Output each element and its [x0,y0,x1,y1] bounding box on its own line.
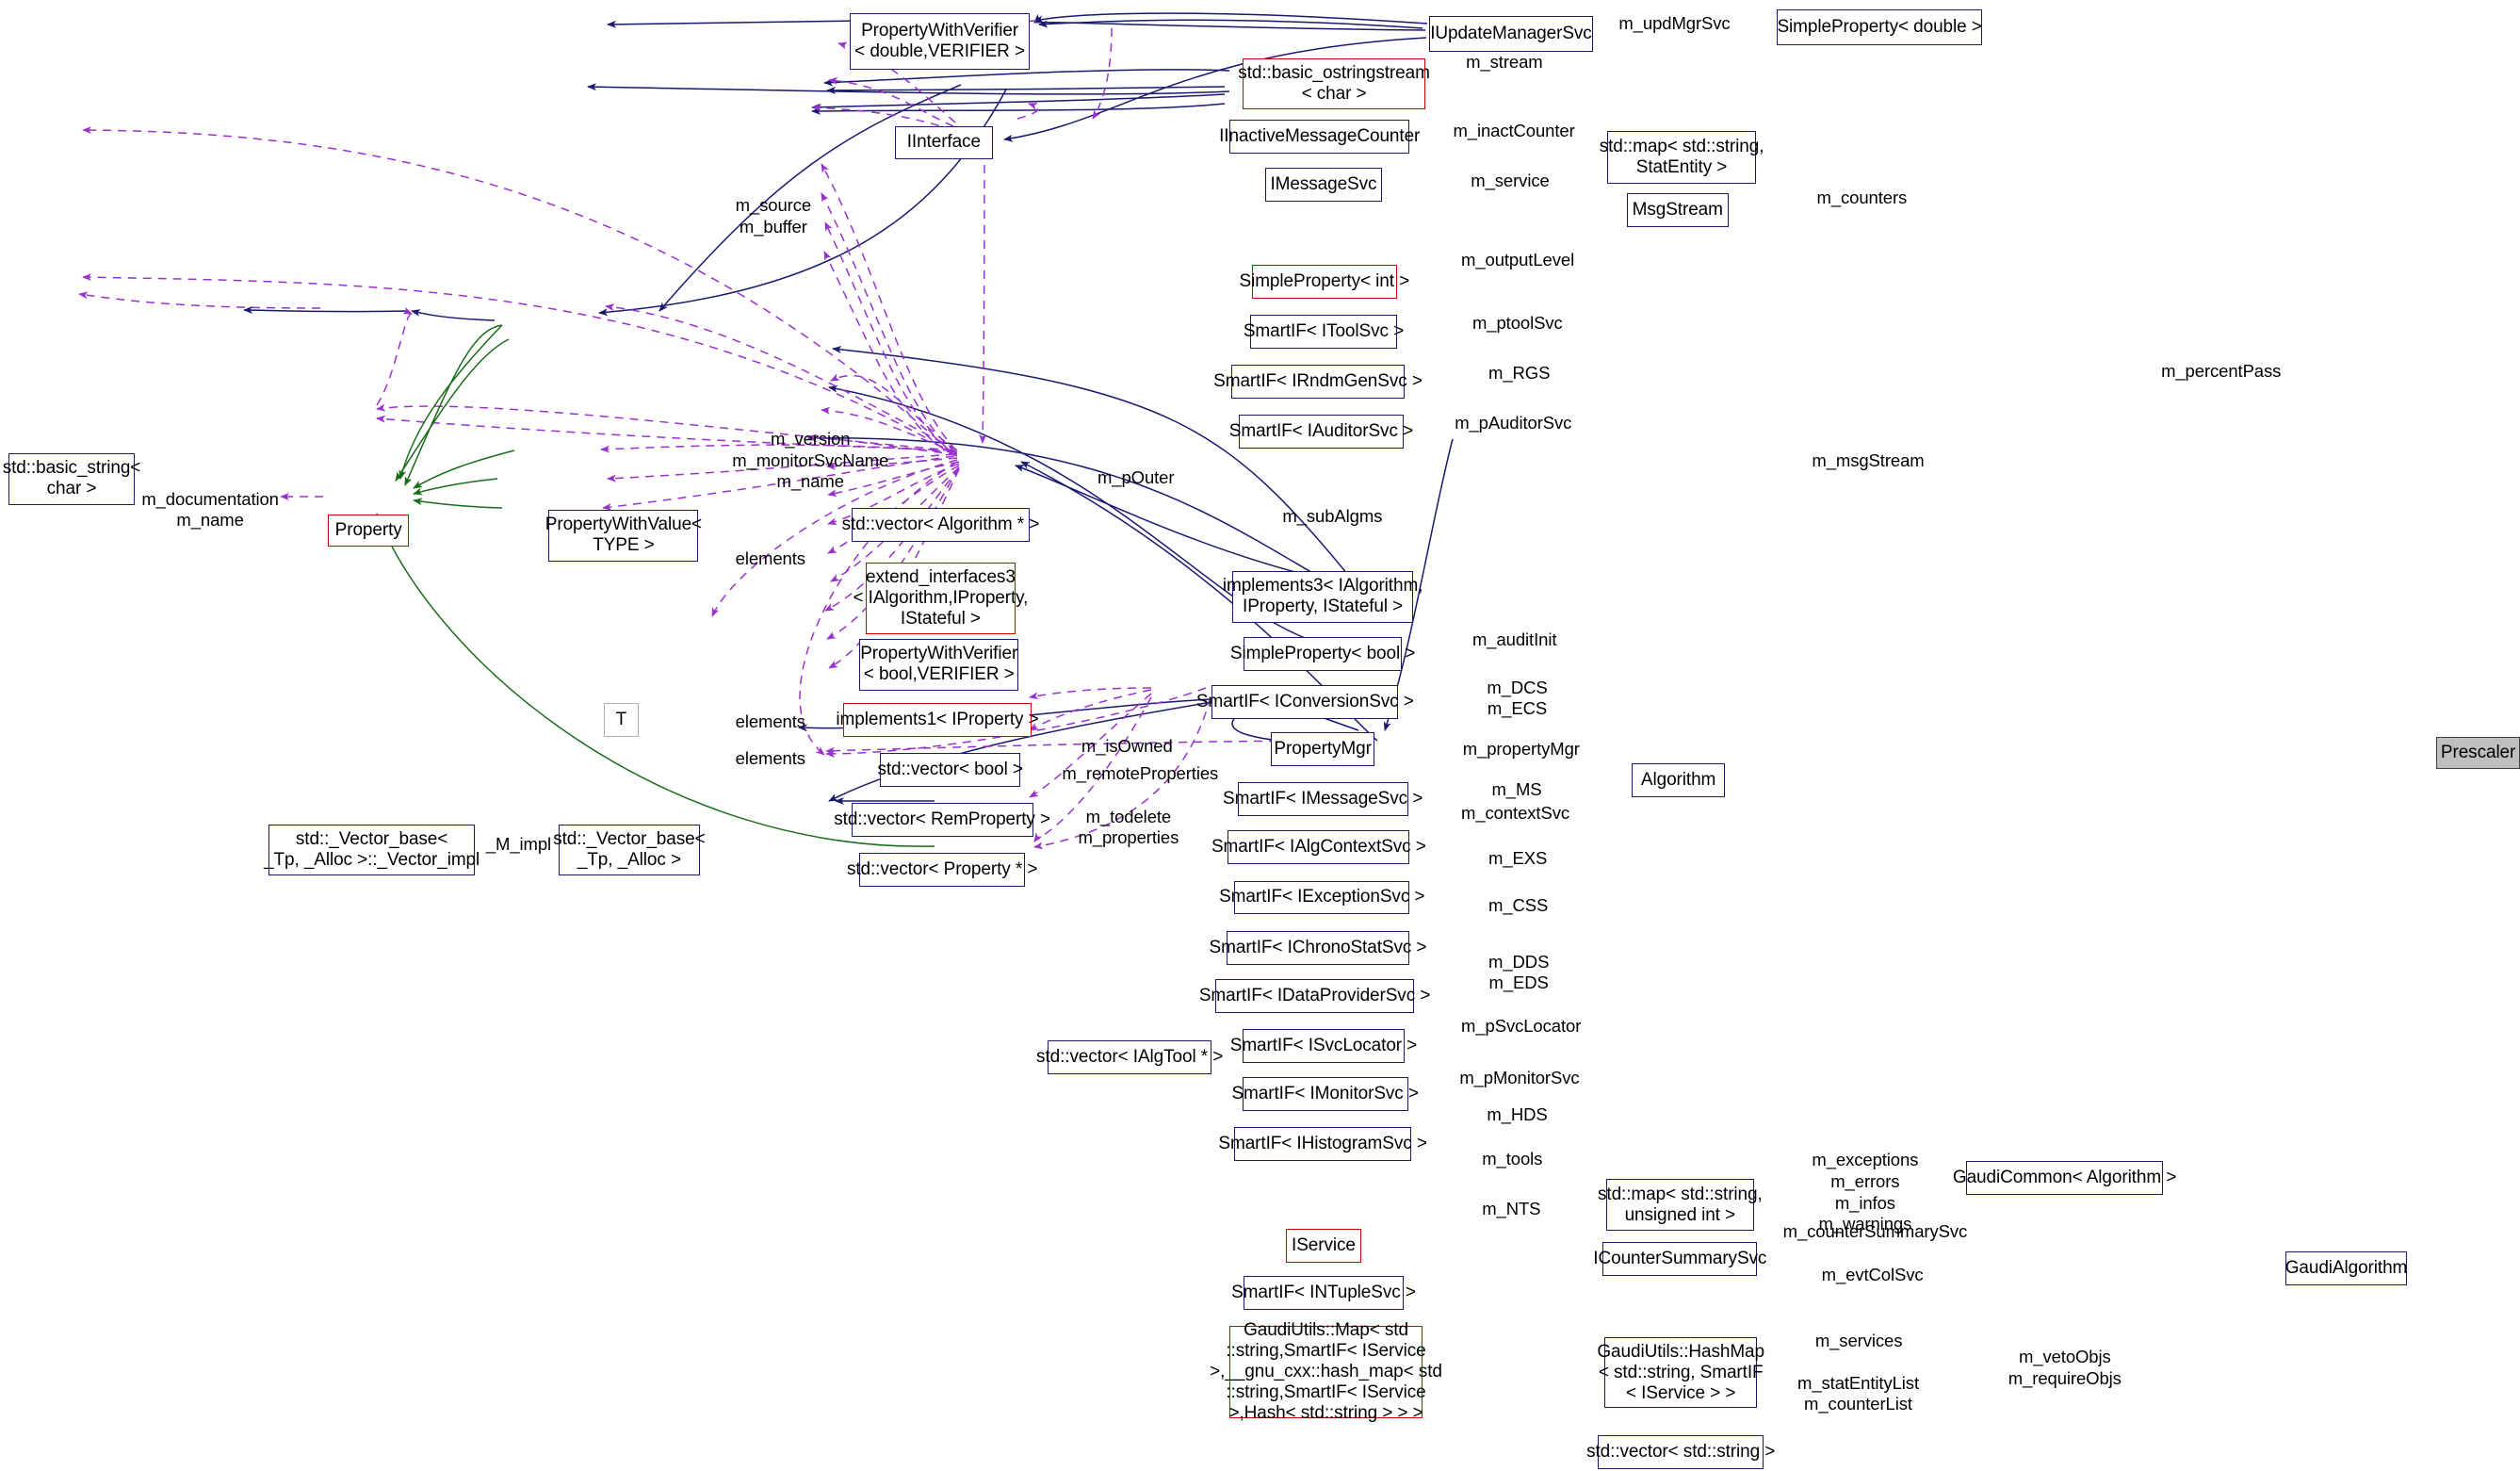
edge-label-m_stream: m_stream [1466,51,1543,72]
class-node-propertyWithVerifierBool[interactable]: PropertyWithVerifier < bool,VERIFIER > [859,638,1019,691]
class-node-vectorStdString[interactable]: std::vector< std::string > [1586,1435,1775,1470]
edge-label-m_pOuter: m_pOuter [1097,467,1175,488]
edge-label-m_HDS: m_HDS [1487,1104,1548,1125]
edge-label-m_propertyMgr: m_propertyMgr [1462,738,1580,759]
class-node-iInactiveMessageCounter[interactable]: IInactiveMessageCounter [1219,119,1420,154]
edge-label-m_contextSvc: m_contextSvc [1461,803,1570,824]
class-node-vectorAlgorithmPtr[interactable]: std::vector< Algorithm * > [842,508,1039,543]
class-node-vectorPropertyPtr[interactable]: std::vector< Property * > [847,853,1037,888]
class-node-implements1IProperty[interactable]: implements1< IProperty > [836,703,1039,738]
class-node-property[interactable]: Property [328,515,409,548]
class-node-templateT[interactable]: T [603,703,640,738]
edge-label-m_pAuditorSvc: m_pAuditorSvc [1455,413,1572,433]
class-node-simplePropertyDouble[interactable]: SimpleProperty< double > [1776,9,1983,45]
class-node-basicOstringstreamChar[interactable]: std::basic_ostringstream < char > [1238,57,1430,110]
template-edges [376,324,935,847]
edge-label-m_services: m_services [1814,1331,1903,1351]
edge-label-m_outputLevel: m_outputLevel [1461,250,1575,270]
class-node-gaudiAlgorithm[interactable]: GaudiAlgorithm [2284,1251,2408,1286]
edge-label-elements_b: elements [735,711,805,731]
edge-label-m_counters: m_counters [1816,187,1908,207]
usage-edges [78,15,1339,850]
class-node-smartIfISvcLocator[interactable]: SmartIF< ISvcLocator > [1230,1029,1417,1063]
class-node-smartIfINTupleSvc[interactable]: SmartIF< INTupleSvc > [1231,1275,1416,1310]
edge-label-m_percentPass: m_percentPass [2161,361,2282,382]
class-node-vectorRemProperty[interactable]: std::vector< RemProperty > [834,803,1050,838]
edge-label-m_RGS: m_RGS [1488,363,1551,384]
edge-label-m_version_monitor_name: m_version m_monitorSvcName m_name [732,429,889,492]
edge-label-m_counterSummarySvc: m_counterSummarySvc [1782,1220,1968,1241]
edge-label-m_remoteProperties: m_remoteProperties [1062,762,1219,783]
class-node-gaudiCommonAlgorithm[interactable]: GaudiCommon< Algorithm > [1953,1161,2176,1196]
class-node-smartIfIRndmGenSvc[interactable]: SmartIF< IRndmGenSvc > [1213,364,1423,399]
class-node-simplePropertyBool[interactable]: SimpleProperty< bool > [1230,637,1415,672]
class-node-smartIfIConversionSvc[interactable]: SmartIF< IConversionSvc > [1196,685,1414,720]
class-node-smartIfIToolSvc[interactable]: SmartIF< IToolSvc > [1244,314,1404,349]
class-node-iInterface[interactable]: IInterface [894,125,993,160]
edge-label-m_source_buffer: m_source m_buffer [735,195,812,237]
class-node-vectorIAlgToolPtr[interactable]: std::vector< IAlgTool * > [1036,1039,1223,1074]
class-node-iService[interactable]: IService [1285,1229,1362,1264]
edge-label-m_ptoolSvc: m_ptoolSvc [1471,313,1563,334]
edge-label-m_tools: m_tools [1482,1148,1543,1169]
class-node-basicStringChar[interactable]: std::basic_string< char > [3,452,140,505]
class-node-mapStringUnsignedInt[interactable]: std::map< std::string, unsigned int > [1598,1179,1763,1231]
edge-label-m_statEntityList_counterList: m_statEntityList m_counterList [1797,1372,1919,1414]
class-node-prescaler[interactable]: Prescaler [2436,737,2520,770]
class-node-smartIfIAlgContextSvc[interactable]: SmartIF< IAlgContextSvc > [1211,830,1426,865]
class-node-implements3[interactable]: implements3< IAlgorithm, IProperty, ISta… [1223,570,1423,623]
class-node-smartIfIHistogramSvc[interactable]: SmartIF< IHistogramSvc > [1218,1127,1427,1162]
edge-label-m_CSS: m_CSS [1488,894,1549,915]
class-node-vectorBase[interactable]: std::_Vector_base< _Tp, _Alloc > [553,824,706,876]
class-node-smartIfIChronoStatSvc[interactable]: SmartIF< IChronoStatSvc > [1210,930,1427,965]
edge-label-elements_c: elements [735,748,805,769]
class-node-vectorBaseImpl[interactable]: std::_Vector_base< _Tp, _Alloc >::_Vecto… [264,824,480,876]
edge-label-m_DCS_ECS: m_DCS m_ECS [1487,677,1548,719]
edge-label-m_pMonitorSvc: m_pMonitorSvc [1459,1068,1580,1088]
edge-label-_M_impl: _M_impl [485,833,552,854]
edge-label-m_auditInit: m_auditInit [1471,629,1557,649]
edge-label-m_pSvcLocator: m_pSvcLocator [1461,1016,1582,1037]
edge-label-m_msgStream: m_msgStream [1812,449,1925,470]
class-node-propertyMgr[interactable]: PropertyMgr [1271,732,1374,766]
class-node-propertyWithVerifierDouble[interactable]: PropertyWithVerifier < double,VERIFIER > [849,12,1031,70]
class-node-simplePropertyInt[interactable]: SimpleProperty< int > [1240,264,1409,299]
edge-label-elements_a: elements [735,548,805,568]
class-node-iCounterSummarySvc[interactable]: ICounterSummarySvc [1593,1241,1766,1276]
class-node-smartIfIDataProviderSvc[interactable]: SmartIF< IDataProviderSvc > [1199,978,1430,1013]
edge-label-m_updMgrSvc: m_updMgrSvc [1618,12,1731,33]
edge-label-m_subAlgms: m_subAlgms [1282,506,1383,527]
edge-label-m_todelete_properties: m_todelete m_properties [1078,806,1179,848]
class-node-extendInterfaces3[interactable]: extend_interfaces3 < IAlgorithm,IPropert… [854,563,1028,634]
edge-label-m_inactCounter: m_inactCounter [1453,121,1575,141]
class-node-smartIfIMonitorSvc[interactable]: SmartIF< IMonitorSvc > [1231,1077,1419,1112]
class-node-propertyWithValueType[interactable]: PropertyWithValue< TYPE > [545,509,702,562]
edge-label-m_DDS_EDS: m_DDS m_EDS [1488,951,1550,993]
edge-label-m_vetoObjs_requireObjs: m_vetoObjs m_requireObjs [2008,1347,2122,1388]
class-node-msgStream[interactable]: MsgStream [1626,193,1729,228]
edge-label-m_documentation_name: m_documentation m_name [141,488,279,531]
class-node-smartIfIExceptionSvc[interactable]: SmartIF< IExceptionSvc > [1219,880,1425,915]
class-node-smartIfIMessageSvc[interactable]: SmartIF< IMessageSvc > [1223,782,1423,817]
edge-label-m_NTS: m_NTS [1482,1198,1541,1218]
edge-label-m_exceptions_group: m_exceptions m_errors m_infos m_warnings [1812,1150,1919,1234]
class-node-algorithm[interactable]: Algorithm [1632,762,1726,797]
class-node-iMessageSvc[interactable]: IMessageSvc [1264,168,1383,202]
edge-label-m_service: m_service [1471,171,1550,191]
edge-label-m_MS: m_MS [1491,778,1542,799]
edge-label-m_evtColSvc: m_evtColSvc [1821,1264,1924,1284]
class-node-mapStringStatEntity[interactable]: std::map< std::string, StatEntity > [1600,130,1764,185]
class-node-gaudiUtilsHashMap[interactable]: GaudiUtils::HashMap < std::string, Smart… [1597,1336,1764,1409]
class-node-smartIfIAuditorSvc[interactable]: SmartIF< IAuditorSvc > [1229,414,1413,449]
edge-label-m_EXS: m_EXS [1488,848,1548,869]
edge-label-m_isOwned: m_isOwned [1081,735,1173,756]
class-node-vectorBool[interactable]: std::vector< bool > [877,753,1023,788]
class-node-iUpdateManagerSvc[interactable]: IUpdateManagerSvc [1428,16,1594,52]
class-node-gaudiUtilsMap[interactable]: GaudiUtils::Map< std ::string,SmartIF< I… [1210,1319,1442,1423]
